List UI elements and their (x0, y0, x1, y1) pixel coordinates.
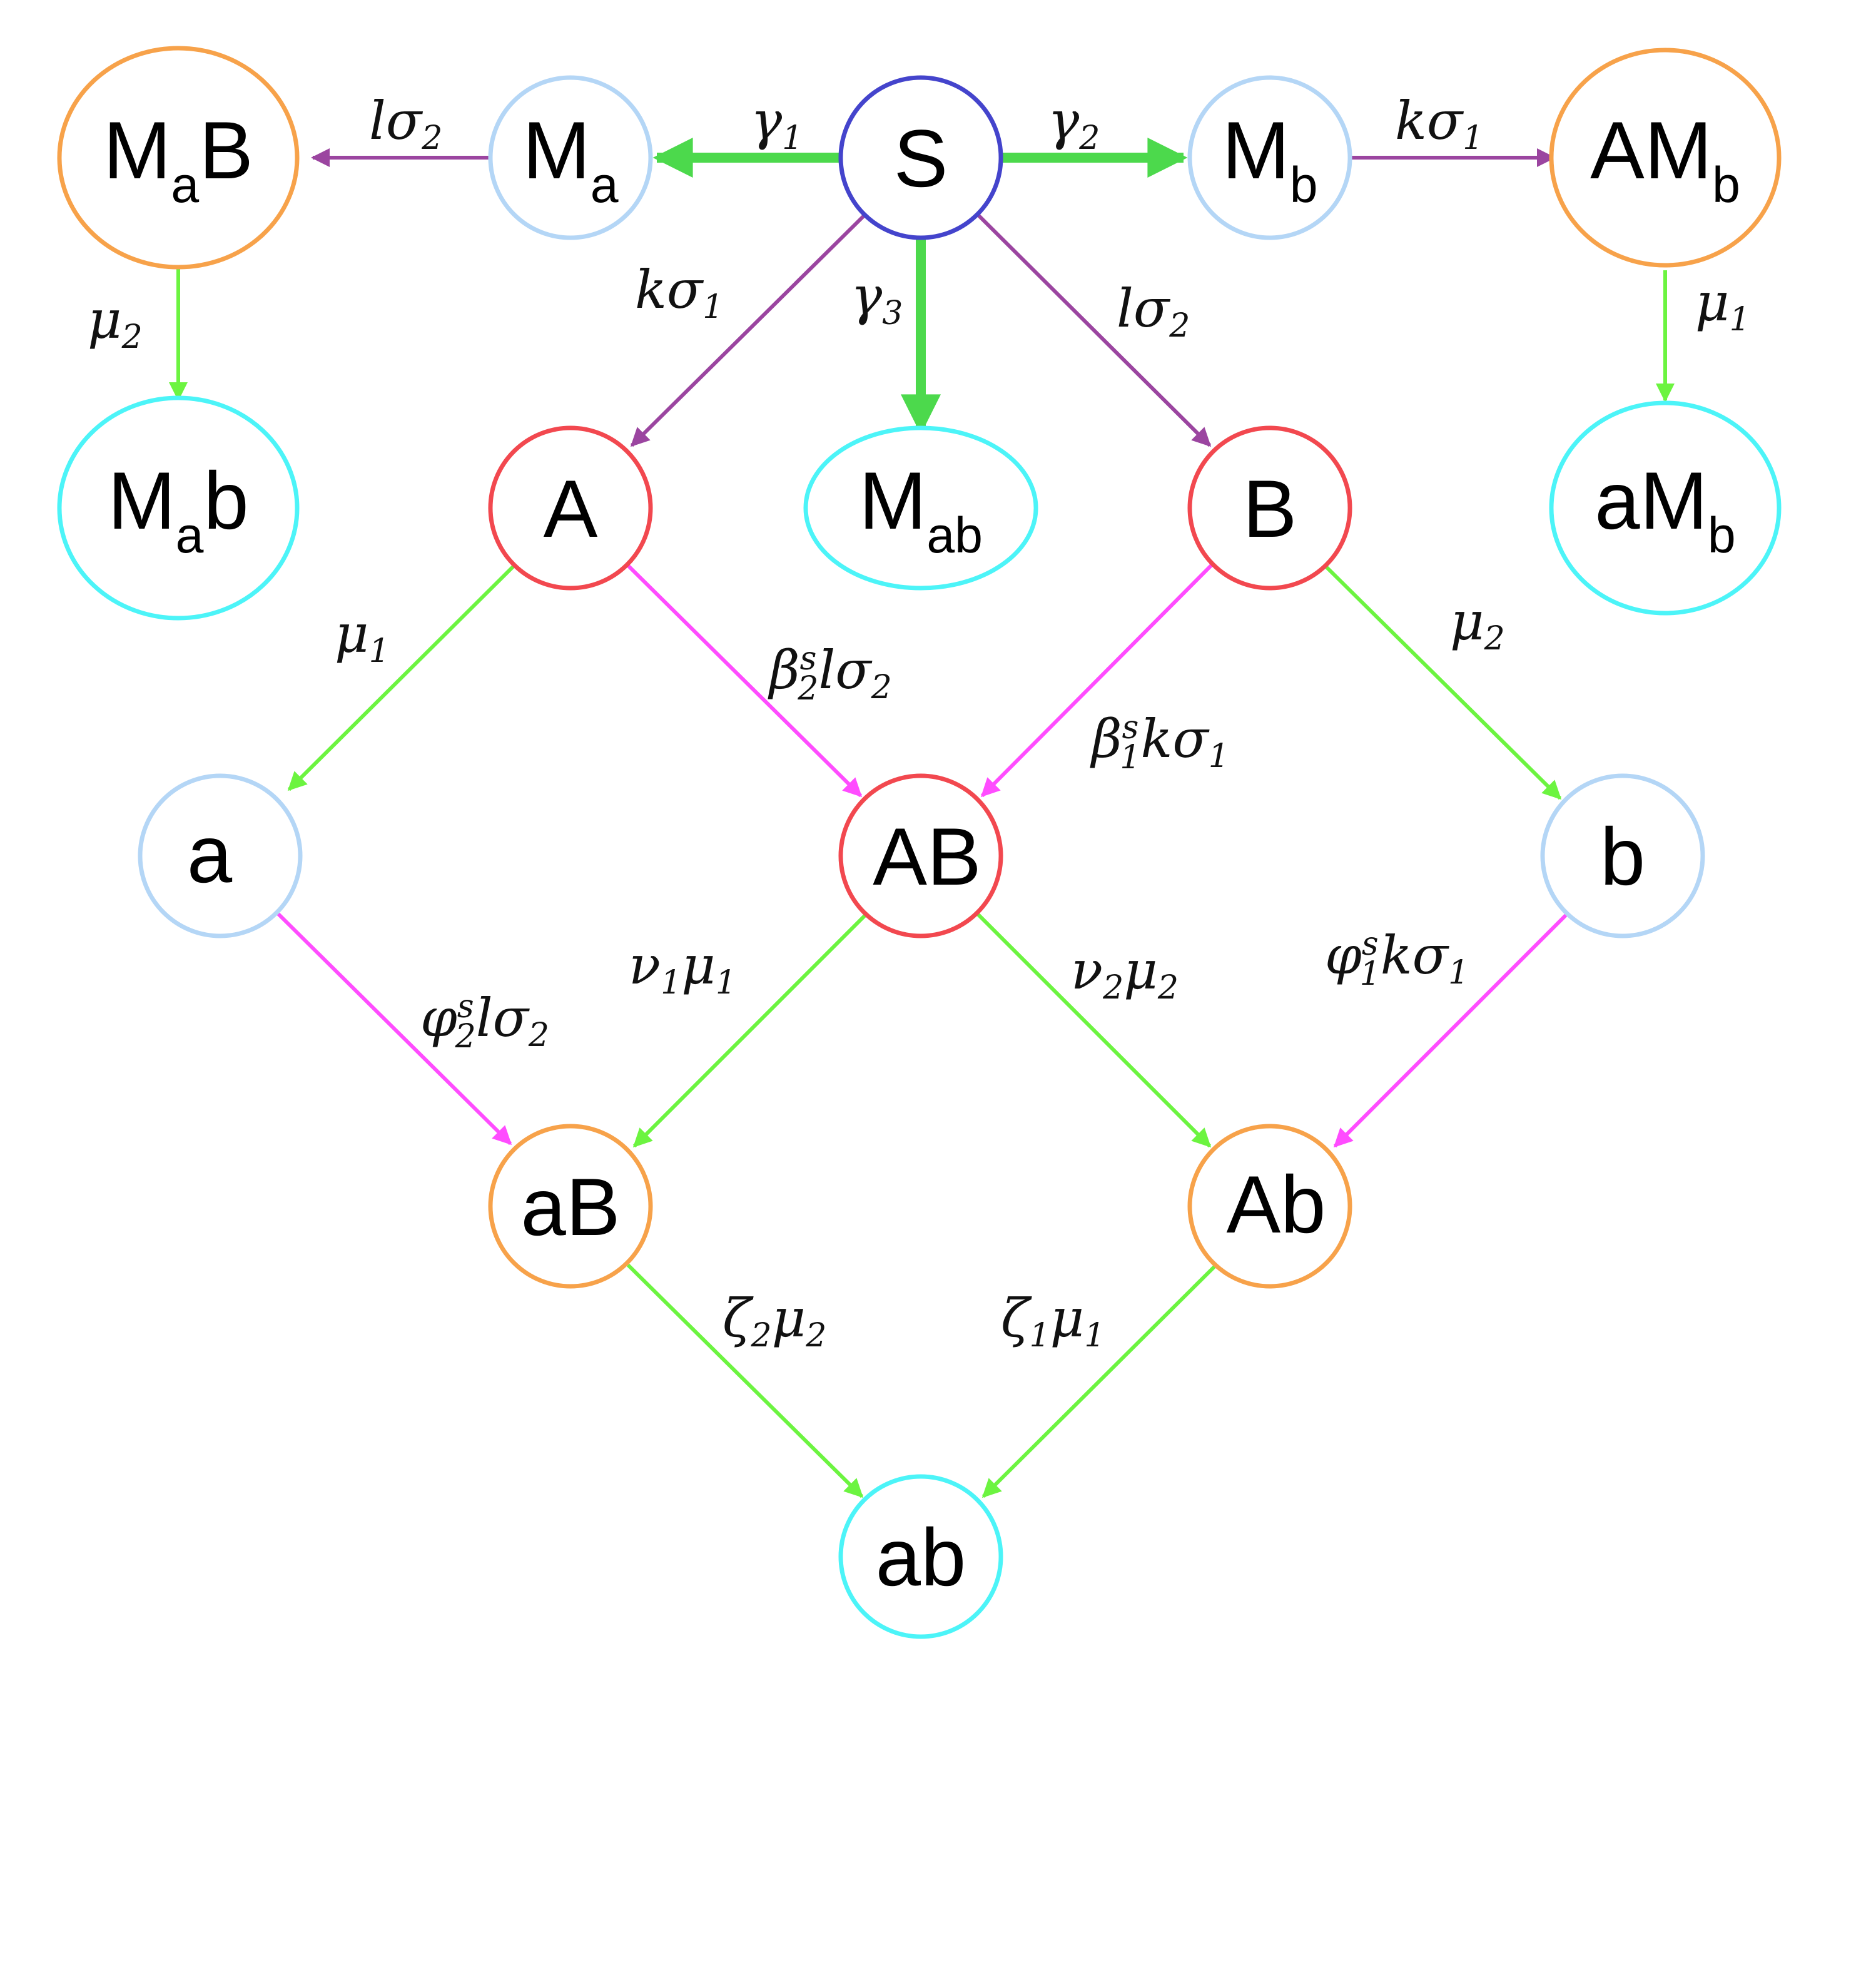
svg-text:Mab: Mab (108, 455, 248, 564)
node-MaB: MaB (57, 46, 300, 270)
svg-text:Mb: Mb (1222, 104, 1317, 213)
label-S-Mb: γ2 (1048, 90, 1100, 157)
node-aMb: aMb (1549, 400, 1782, 616)
svg-text:a: a (187, 808, 233, 900)
edge-AB-to-aB (632, 912, 869, 1148)
edge-A-to-AB (626, 564, 863, 798)
svg-text:AMb: AMb (1590, 104, 1740, 213)
label-A-a: μ1 (335, 603, 390, 670)
svg-text:A: A (544, 463, 598, 554)
label-MaB-Mab: μ2 (88, 289, 143, 356)
label-Mb-AMb: kσ1 (1395, 90, 1483, 157)
label-S-Ma: γ1 (751, 90, 803, 157)
node-a: a (138, 773, 303, 938)
label-aB-ab: ζ2μ2 (723, 1288, 826, 1354)
edge-AB-to-Ab (975, 912, 1212, 1148)
label-AMb-aMb: μ1 (1695, 272, 1750, 338)
label-S-B: lσ2 (1117, 278, 1190, 345)
svg-text:ab: ab (876, 1512, 966, 1603)
node-AB: AB (838, 773, 1003, 938)
edge-labels: γ1 lσ2 γ2 kσ1 μ2 μ1 kσ1 γ3 lσ2 (88, 90, 1750, 1354)
svg-text:aMb: aMb (1595, 455, 1735, 564)
svg-text:MaB: MaB (103, 104, 253, 213)
svg-text:AB: AB (873, 811, 981, 902)
svg-text:Ma: Ma (522, 104, 618, 213)
edge-A-to-a (287, 561, 519, 791)
node-A: A (488, 425, 653, 591)
node-B: B (1187, 425, 1352, 591)
node-Ab: Ab (1187, 1124, 1352, 1289)
svg-text:S: S (894, 113, 948, 204)
node-b: b (1540, 773, 1705, 938)
edge-B-to-AB (980, 561, 1215, 798)
label-AB-aB: ν1μ1 (629, 935, 736, 1002)
edges (169, 138, 1675, 1498)
node-Mab-left: Mab (57, 395, 300, 621)
node-S: S (838, 75, 1003, 240)
label-AB-Ab: ν2μ2 (1071, 940, 1179, 1007)
label-B-b: μ2 (1450, 591, 1505, 658)
label-Ma-MaB: lσ2 (369, 90, 442, 157)
node-ab: ab (838, 1474, 1003, 1639)
edge-a-to-aB (275, 910, 512, 1146)
edge-B-to-b (1323, 564, 1562, 800)
label-Ab-ab: ζ1μ1 (1001, 1288, 1105, 1354)
node-Mab: Mab (803, 425, 1038, 591)
svg-text:aB: aB (520, 1161, 620, 1253)
edge-Ab-to-ab (981, 1263, 1218, 1498)
node-aB: aB (488, 1124, 653, 1289)
node-AMb: AMb (1549, 48, 1782, 268)
svg-text:Mab: Mab (859, 455, 983, 564)
svg-text:b: b (1600, 811, 1645, 902)
nodes: MaB Ma S Mb AMb (57, 46, 1782, 1639)
svg-text:B: B (1243, 463, 1297, 554)
edge-S-to-A (630, 212, 868, 447)
edge-S-to-B (975, 212, 1212, 447)
edge-aB-to-ab (626, 1263, 864, 1498)
label-S-Mab: γ3 (851, 265, 903, 332)
edge-b-to-Ab (1333, 912, 1569, 1148)
svg-text:Ab: Ab (1226, 1159, 1326, 1250)
node-Mb: Mb (1187, 75, 1352, 240)
node-Ma: Ma (488, 75, 653, 240)
label-S-A: kσ1 (635, 259, 723, 326)
